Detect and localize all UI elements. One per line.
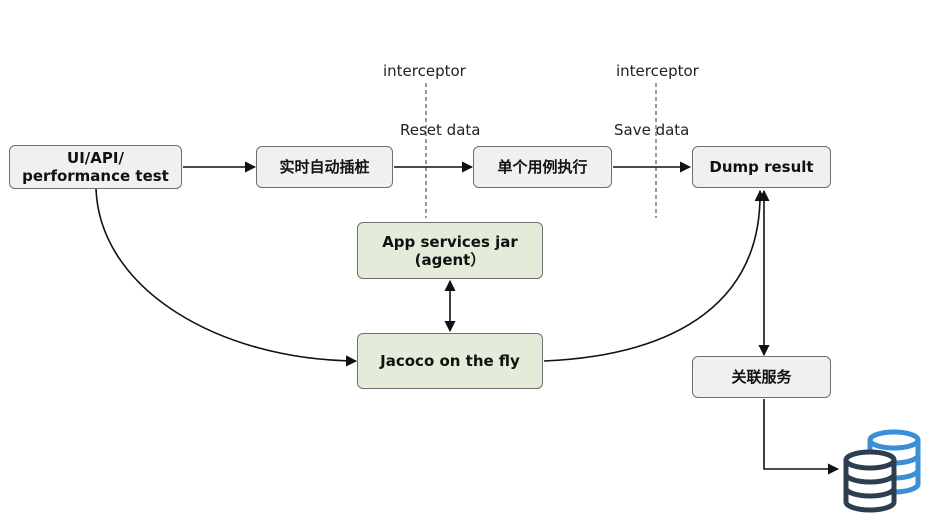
database-icon bbox=[843, 429, 921, 513]
node-related-service: 关联服务 bbox=[692, 356, 831, 398]
curve-jacoco-to-dump bbox=[543, 189, 766, 362]
node-realtime-instrumentation-text: 实时自动插桩 bbox=[279, 158, 370, 176]
node-dump-result: Dump result bbox=[692, 146, 831, 188]
node-jacoco-on-the-fly-text: Jacoco on the fly bbox=[380, 352, 520, 370]
node-realtime-instrumentation: 实时自动插桩 bbox=[256, 146, 393, 188]
node-performance-test-text: UI/API/ performance test bbox=[22, 149, 169, 185]
reset-data-label: Reset data bbox=[400, 121, 481, 139]
save-data-label: Save data bbox=[614, 121, 690, 139]
node-app-services-jar: App services jar (agent） bbox=[357, 222, 543, 279]
node-single-case-execution-text: 单个用例执行 bbox=[497, 158, 588, 176]
node-performance-test: UI/API/ performance test bbox=[9, 145, 182, 189]
node-dump-result-text: Dump result bbox=[709, 158, 814, 176]
node-single-case-execution: 单个用例执行 bbox=[473, 146, 612, 188]
node-jacoco-on-the-fly: Jacoco on the fly bbox=[357, 333, 543, 389]
node-app-services-jar-text: App services jar (agent） bbox=[382, 232, 518, 269]
arrow-related-to-database bbox=[763, 399, 840, 475]
interceptor-label-2: interceptor bbox=[616, 62, 699, 80]
curve-test-to-jacoco bbox=[95, 188, 358, 367]
interceptor-label-1: interceptor bbox=[383, 62, 466, 80]
node-related-service-text: 关联服务 bbox=[731, 368, 792, 386]
